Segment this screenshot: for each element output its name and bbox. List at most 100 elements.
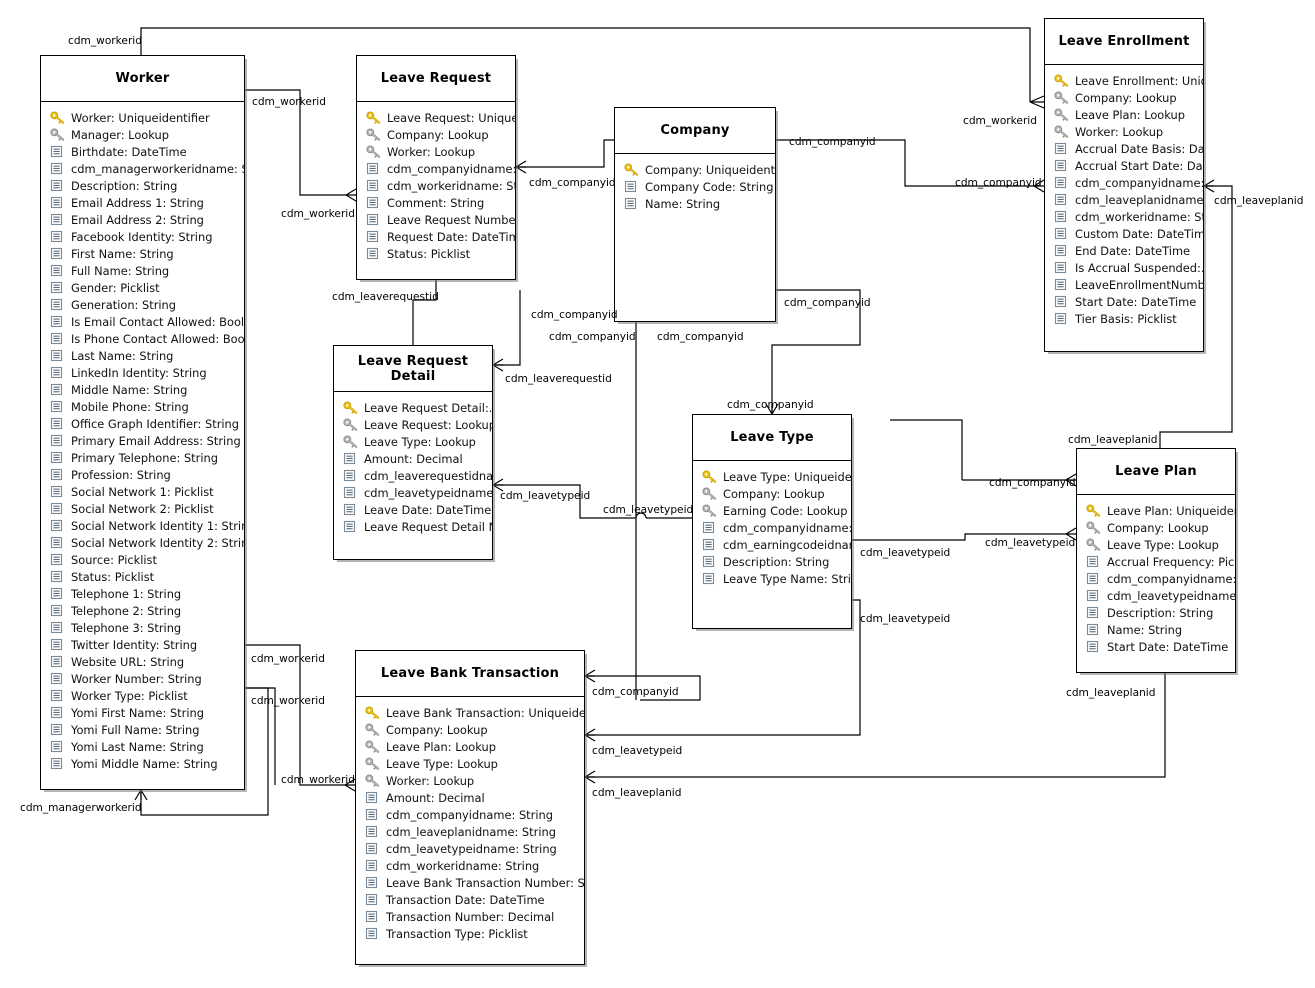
field-icon xyxy=(50,400,65,413)
attribute-row: cdm_leaveplanidname:... xyxy=(1045,191,1203,208)
attribute-label: Website URL: String xyxy=(71,654,185,669)
attribute-row: First Name: String xyxy=(41,245,244,262)
attribute-row: Custom Date: DateTime xyxy=(1045,225,1203,242)
field-icon xyxy=(624,180,639,193)
attribute-label: Yomi Full Name: String xyxy=(71,722,200,737)
primary-key-icon xyxy=(702,470,717,483)
attribute-row: Company: Uniqueidenti... xyxy=(615,161,775,178)
foreign-key-icon xyxy=(702,504,717,517)
attribute-label: Birthdate: DateTime xyxy=(71,144,187,159)
attribute-row: Leave Request Number... xyxy=(357,211,515,228)
attribute-row: Profession: String xyxy=(41,466,244,483)
attribute-label: Company: Lookup xyxy=(387,127,489,142)
field-icon xyxy=(702,572,717,585)
foreign-key-icon xyxy=(365,740,380,753)
attribute-label: Mobile Phone: String xyxy=(71,399,189,414)
attribute-label: cdm_leavetypeidname: String xyxy=(386,841,557,856)
attribute-label: Is Email Contact Allowed: Boole... xyxy=(71,314,244,329)
attribute-label: Leave Type: Lookup xyxy=(386,756,498,771)
foreign-key-icon xyxy=(366,128,381,141)
field-icon xyxy=(1086,640,1101,653)
field-icon xyxy=(50,264,65,277)
relationship-label: cdm_leavetypeid xyxy=(500,490,591,502)
attribute-row: Accrual Start Date: Dat... xyxy=(1045,157,1203,174)
field-icon xyxy=(702,521,717,534)
field-icon xyxy=(50,621,65,634)
attribute-label: Leave Request Detail:... xyxy=(364,400,492,415)
relationship-label: cdm_companyid xyxy=(657,331,744,343)
field-icon xyxy=(50,332,65,345)
attribute-row: Leave Request Detail N... xyxy=(334,518,492,535)
relationship-label: cdm_companyid xyxy=(529,177,616,189)
field-icon xyxy=(343,520,358,533)
attribute-label: Social Network 2: Picklist xyxy=(71,501,214,516)
field-icon xyxy=(365,876,380,889)
attribute-row: Transaction Number: Decimal xyxy=(356,908,584,925)
attribute-label: cdm_workeridname: String xyxy=(386,858,540,873)
field-icon xyxy=(50,536,65,549)
attribute-label: Last Name: String xyxy=(71,348,174,363)
field-icon xyxy=(1054,210,1069,223)
attribute-row: Leave Plan: Uniqueiden... xyxy=(1077,502,1235,519)
field-icon xyxy=(50,689,65,702)
attribute-row: Leave Bank Transaction: Uniqueident... xyxy=(356,704,584,721)
attribute-row: Transaction Date: DateTime xyxy=(356,891,584,908)
field-icon xyxy=(50,740,65,753)
relationship-label: cdm_leavetypeid xyxy=(860,613,951,625)
entity-attributes-leave-request-detail: Leave Request Detail:...Leave Request: L… xyxy=(334,392,492,544)
field-icon xyxy=(702,555,717,568)
foreign-key-icon xyxy=(343,418,358,431)
attribute-label: Company: Lookup xyxy=(1075,90,1177,105)
attribute-row: Leave Type: Lookup xyxy=(334,433,492,450)
attribute-label: cdm_leavetypeidname:... xyxy=(1107,588,1235,603)
attribute-label: Manager: Lookup xyxy=(71,127,169,142)
entity-title-leave-type: Leave Type xyxy=(693,415,851,461)
relationship-label: cdm_leaveplanid xyxy=(592,787,682,799)
attribute-label: Transaction Date: DateTime xyxy=(386,892,545,907)
attribute-label: cdm_companyidname:... xyxy=(1075,175,1203,190)
attribute-row: Accrual Date Basis: Dat... xyxy=(1045,140,1203,157)
field-icon xyxy=(343,469,358,482)
attribute-row: Social Network 2: Picklist xyxy=(41,500,244,517)
attribute-row: Description: String xyxy=(41,177,244,194)
foreign-key-icon xyxy=(1054,108,1069,121)
attribute-label: Is Accrual Suspended:... xyxy=(1075,260,1203,275)
attribute-label: Gender: Picklist xyxy=(71,280,160,295)
attribute-row: cdm_earningcodeidnam... xyxy=(693,536,851,553)
field-icon xyxy=(50,451,65,464)
attribute-label: Leave Type: Lookup xyxy=(1107,537,1219,552)
attribute-label: Full Name: String xyxy=(71,263,170,278)
entity-attributes-leave-plan: Leave Plan: Uniqueiden...Company: Lookup… xyxy=(1077,495,1235,664)
attribute-row: Transaction Type: Picklist xyxy=(356,925,584,942)
field-icon xyxy=(50,417,65,430)
entity-attributes-leave-bank-transaction: Leave Bank Transaction: Uniqueident...Co… xyxy=(356,697,584,951)
field-icon xyxy=(1054,227,1069,240)
attribute-row: Primary Telephone: String xyxy=(41,449,244,466)
attribute-row: Middle Name: String xyxy=(41,381,244,398)
attribute-label: Amount: Decimal xyxy=(386,790,485,805)
attribute-row: Earning Code: Lookup xyxy=(693,502,851,519)
attribute-row: Company: Lookup xyxy=(356,721,584,738)
attribute-label: LeaveEnrollmentNumbe... xyxy=(1075,277,1203,292)
attribute-label: Profession: String xyxy=(71,467,171,482)
attribute-row: Social Network Identity 2: String xyxy=(41,534,244,551)
attribute-label: Is Phone Contact Allowed: Bool... xyxy=(71,331,244,346)
attribute-label: Worker: Lookup xyxy=(386,773,475,788)
attribute-row: cdm_companyidname:... xyxy=(1077,570,1235,587)
primary-key-icon xyxy=(366,111,381,124)
attribute-row: Leave Type: Uniqueide... xyxy=(693,468,851,485)
field-icon xyxy=(1054,278,1069,291)
attribute-label: Company: Lookup xyxy=(386,722,488,737)
attribute-label: Description: String xyxy=(1107,605,1214,620)
attribute-label: Leave Date: DateTime xyxy=(364,502,492,517)
attribute-row: Primary Email Address: String xyxy=(41,432,244,449)
attribute-row: Yomi Middle Name: String xyxy=(41,755,244,772)
